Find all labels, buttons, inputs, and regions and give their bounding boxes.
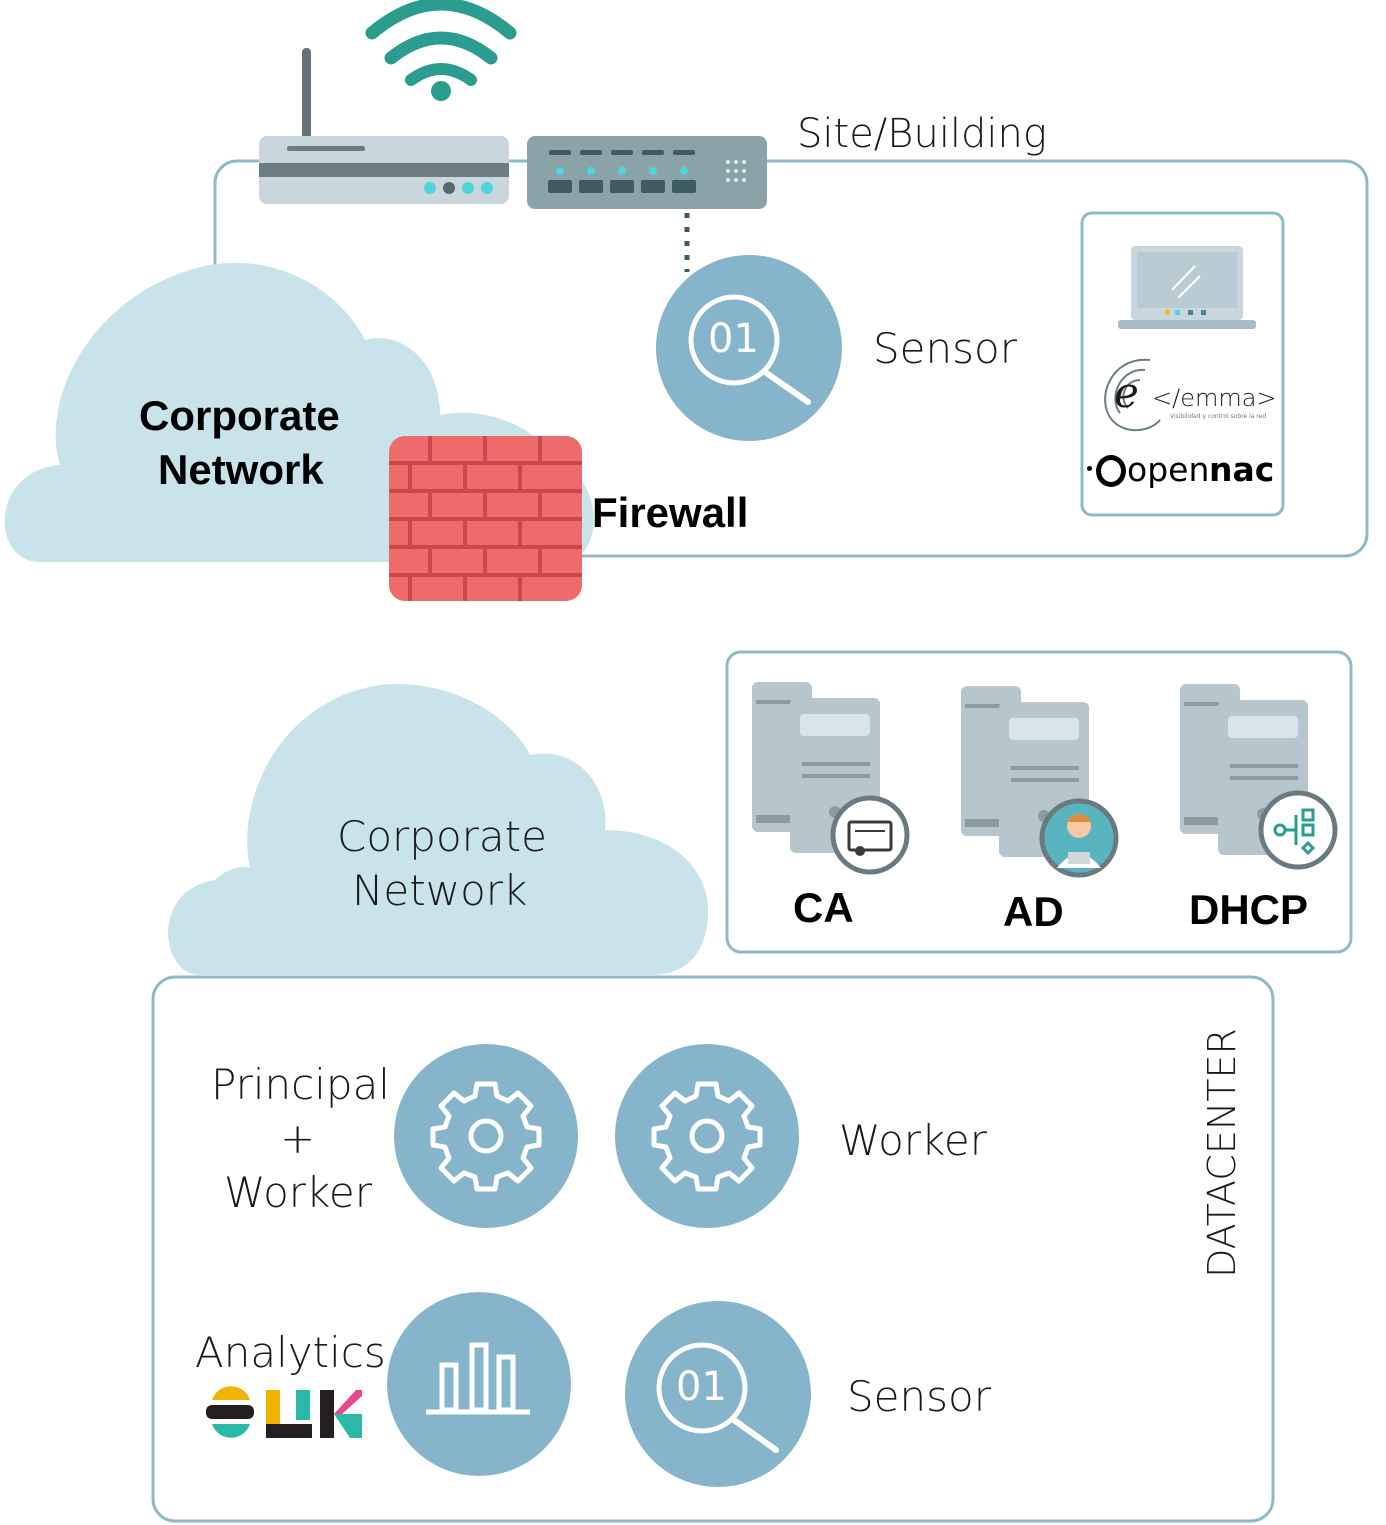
opennac-o-icon bbox=[1096, 455, 1126, 487]
datacenter-sensor-icon-text: 01 bbox=[676, 1364, 727, 1410]
emma-logo-tagline: Visibilidad y control sobre la red bbox=[1170, 413, 1267, 420]
site-sensor-icon bbox=[656, 255, 842, 441]
emma-logo-icon bbox=[1104, 358, 1161, 432]
laptop-icon bbox=[1118, 246, 1256, 329]
servers-frame bbox=[725, 650, 1353, 954]
server-ad-icon bbox=[961, 686, 1119, 878]
corporate-network-label-line1: Corporate bbox=[337, 812, 547, 861]
server-dhcp-label: DHCP bbox=[1189, 886, 1309, 933]
emma-logo-text: </emma> bbox=[1152, 384, 1277, 412]
worker-gear-icon bbox=[615, 1044, 799, 1228]
worker-label: Worker bbox=[839, 1116, 987, 1165]
firewall-icon bbox=[389, 436, 582, 601]
analytics-label: Analytics bbox=[195, 1328, 386, 1377]
corporate-network-bold-line2: Network bbox=[158, 446, 324, 493]
datacenter-label: DATACENTER bbox=[1200, 1028, 1244, 1278]
switch-icon bbox=[527, 136, 767, 209]
principal-label: Principal bbox=[211, 1060, 390, 1109]
datacenter-sensor-icon bbox=[625, 1301, 811, 1487]
principal-worker-label: Worker bbox=[224, 1168, 372, 1217]
emma-e-letter: e bbox=[1114, 368, 1139, 417]
analytics-chart-icon bbox=[387, 1292, 571, 1476]
datacenter-sensor-label: Sensor bbox=[847, 1372, 991, 1421]
router-icon bbox=[259, 48, 509, 204]
server-ad-label: AD bbox=[1003, 888, 1064, 935]
server-dhcp-icon bbox=[1180, 684, 1338, 870]
wifi-icon bbox=[365, 0, 517, 101]
firewall-label: Firewall bbox=[592, 489, 749, 536]
opennac-text-nac: nac bbox=[1209, 450, 1275, 489]
site-building-label: Site/Building bbox=[797, 111, 1047, 157]
elk-logo-icon bbox=[206, 1386, 362, 1438]
principal-worker-gear-icon bbox=[394, 1044, 578, 1228]
corporate-network-bold-line1: Corporate bbox=[139, 392, 340, 439]
corporate-cloud-middle bbox=[168, 684, 709, 975]
site-sensor-icon-text: 01 bbox=[708, 316, 759, 362]
site-sensor-label: Sensor bbox=[873, 324, 1017, 373]
datacenter-frame bbox=[151, 975, 1275, 1523]
opennac-dot-icon bbox=[1087, 466, 1092, 471]
corporate-network-label-line2: Network bbox=[352, 866, 528, 915]
server-ca-icon bbox=[752, 682, 910, 875]
principal-plus: + bbox=[280, 1114, 316, 1163]
server-ca-label: CA bbox=[793, 884, 854, 931]
opennac-text-open: open bbox=[1127, 450, 1210, 489]
